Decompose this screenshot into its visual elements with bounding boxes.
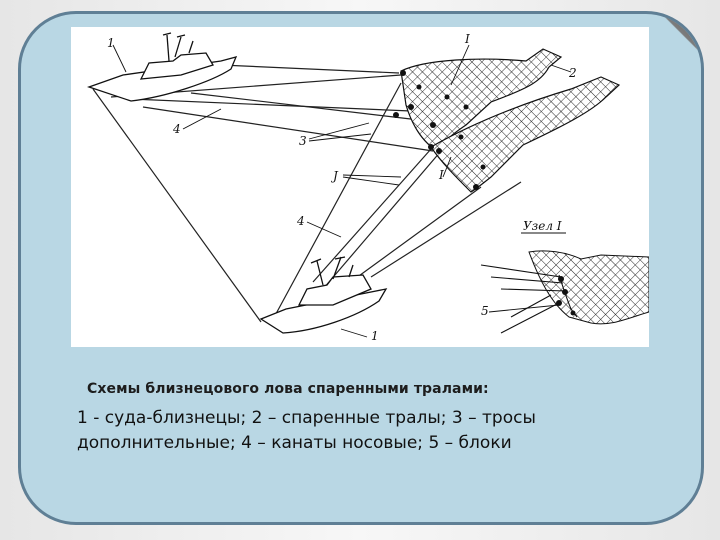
caption-line-2: дополнительные; 4 – канаты носовые; 5 – …: [77, 433, 512, 453]
label-rope-3a: 3: [299, 134, 307, 148]
corner-decoration: [661, 14, 701, 54]
caption-body: 1 - суда-близнецы; 2 – спаренные тралы; …: [77, 406, 667, 456]
twin-trawl-diagram: 1 1 2 3 J 4 4 I I Узел I 5: [71, 27, 649, 347]
pair-trawls: [393, 48, 621, 193]
label-vessel-bottom: 1: [371, 329, 379, 343]
label-rope-4b: 4: [296, 214, 305, 228]
inset-node-detail: [480, 232, 649, 334]
label-trawl: 2: [568, 66, 577, 80]
label-rope-4a: 4: [172, 122, 181, 136]
vessel-top: [86, 32, 238, 102]
vessel-bottom: [259, 256, 388, 334]
tow-ropes: [92, 64, 522, 324]
label-inset-title: Узел I: [523, 219, 562, 233]
diagram-svg: 1 1 2 3 J 4 4 I I Узел I 5: [86, 32, 649, 343]
label-node-mid: I: [438, 168, 444, 182]
caption-title: Схемы близнецового лова спаренными трала…: [87, 381, 489, 397]
label-rope-3b: J: [330, 169, 339, 183]
label-block: 5: [481, 304, 489, 318]
caption-line-1: 1 - суда-близнецы; 2 – спаренные тралы; …: [77, 408, 536, 428]
label-vessel-top: 1: [107, 36, 115, 50]
label-node-top: I: [464, 32, 470, 46]
